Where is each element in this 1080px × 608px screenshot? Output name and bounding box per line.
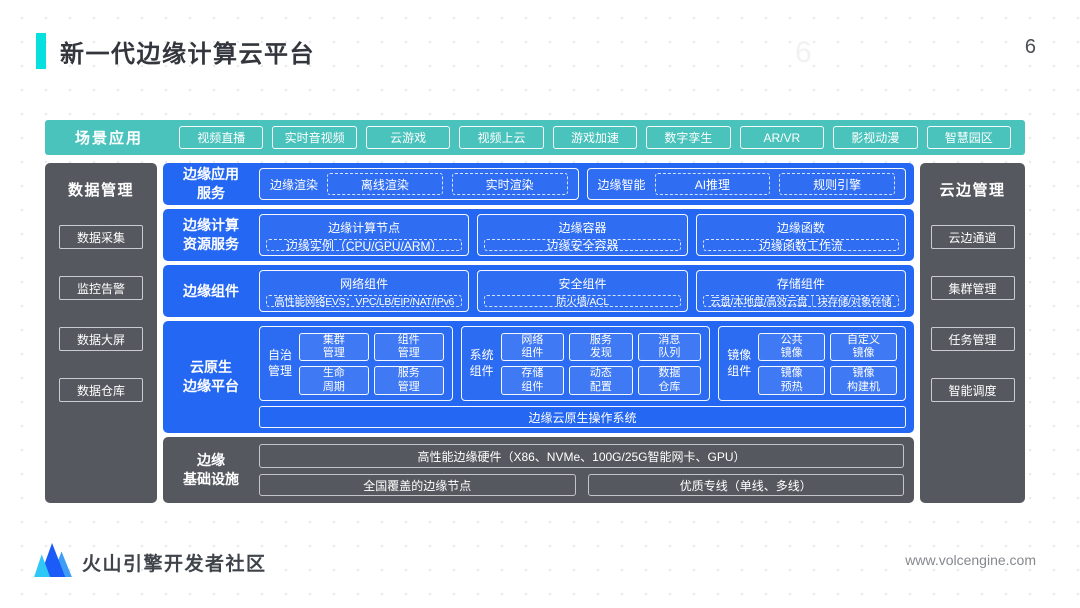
data-management-panel: 数据管理 数据采集 监控告警 数据大屏 数据仓库 xyxy=(45,163,157,503)
card-network-component: 网络组件 高性能网络EVS：VPC/LB/EIP/NAT/IPv6 xyxy=(259,270,470,312)
panel-item-monitor-alert: 监控告警 xyxy=(59,276,143,300)
panel-item-task-mgmt: 任务管理 xyxy=(930,327,1015,351)
group-edge-ai: 边缘智能 AI推理 规则引擎 xyxy=(586,168,906,200)
cell-public-image: 公共镜像 xyxy=(758,333,826,362)
footer-url: www.volcengine.com xyxy=(905,552,1036,568)
cell-message-queue: 消息队列 xyxy=(637,333,702,362)
panel-item-smart-scheduling: 智能调度 xyxy=(930,378,1015,402)
cell-image-prewarm: 镜像预热 xyxy=(758,366,826,395)
cell-service-discovery: 服务发现 xyxy=(569,333,633,362)
panel-item-data-warehouse: 数据仓库 xyxy=(59,378,143,402)
panel-item-cluster-mgmt: 集群管理 xyxy=(930,276,1015,300)
layer-edge-components: 边缘组件 网络组件 高性能网络EVS：VPC/LB/EIP/NAT/IPv6 安… xyxy=(163,265,914,317)
cell-custom-image: 自定义镜像 xyxy=(830,333,897,362)
card-edge-container: 边缘容器 边缘安全容器 xyxy=(477,214,688,256)
group-image-components: 镜像 组件 公共镜像 自定义镜像 镜像预热 镜像构建机 xyxy=(718,326,906,401)
cloud-edge-management-items: 云边通道 集群管理 任务管理 智能调度 xyxy=(930,225,1015,402)
cell-storage-comp: 存储组件 xyxy=(500,366,565,395)
scene-applications-bar: 场景应用 视频直播 实时音视频 云游戏 视频上云 游戏加速 数字孪生 AR/VR… xyxy=(45,120,1025,155)
card-edge-function: 边缘函数 边缘函数工作流 xyxy=(695,214,906,256)
item-realtime-render: 实时渲染 xyxy=(451,173,568,195)
cloud-edge-management-panel: 云边管理 云边通道 集群管理 任务管理 智能调度 xyxy=(920,163,1025,503)
cell-image-builder: 镜像构建机 xyxy=(830,366,897,395)
scene-item-cloud-gaming: 云游戏 xyxy=(365,126,451,149)
data-management-title: 数据管理 xyxy=(67,182,134,199)
panel-item-cloud-edge-channel: 云边通道 xyxy=(930,225,1015,249)
panel-item-data-collect: 数据采集 xyxy=(59,225,143,249)
scene-item-ar-vr: AR/VR xyxy=(739,126,825,149)
scene-item-digital-twin: 数字孪生 xyxy=(646,126,731,149)
cell-network-comp: 网络组件 xyxy=(500,333,565,362)
cell-cluster-mgmt: 集群管理 xyxy=(299,333,369,362)
layer-cloud-native-edge-platform: 云原生 边缘平台 自治 管理 集群管理 组件管理 生命周期 服务管理 xyxy=(163,321,914,433)
title-accent-bar xyxy=(36,33,46,69)
cell-data-warehouse: 数据仓库 xyxy=(637,366,702,395)
item-ai-inference: AI推理 xyxy=(654,173,771,195)
scene-item-rtc: 实时音视频 xyxy=(272,126,357,149)
cell-service-mgmt: 服务管理 xyxy=(373,366,444,395)
volcengine-mountains-icon xyxy=(34,543,72,582)
card-security-component: 安全组件 防火墙/ACL xyxy=(477,270,688,312)
cloud-edge-management-title: 云边管理 xyxy=(939,182,1006,199)
scene-item-game-accel: 游戏加速 xyxy=(552,126,638,149)
panel-item-data-screen: 数据大屏 xyxy=(59,327,143,351)
scene-item-film-anime: 影视动漫 xyxy=(833,126,918,149)
footer-brand: 火山引擎开发者社区 xyxy=(34,543,267,582)
cell-component-mgmt: 组件管理 xyxy=(373,333,444,362)
slide-header: 新一代边缘计算云平台 xyxy=(36,33,315,69)
scene-item-video-cloud: 视频上云 xyxy=(459,126,544,149)
layer-label: 边缘应用 服务 xyxy=(183,166,239,201)
layer-edge-infrastructure: 边缘 基础设施 高性能边缘硬件（X86、NVMe、100G/25G智能网卡、GP… xyxy=(163,437,914,503)
layer-label: 边缘 基础设施 xyxy=(183,452,239,487)
edge-cloud-native-os-bar: 边缘云原生操作系统 xyxy=(259,406,906,428)
layer-label: 云原生 边缘平台 xyxy=(183,359,239,394)
infra-dedicated-lines-box: 优质专线（单线、多线） xyxy=(587,474,904,496)
layer-label: 边缘计算 资源服务 xyxy=(183,217,239,252)
watermark-page-number: 6 xyxy=(795,36,812,69)
scene-item-smart-park: 智慧园区 xyxy=(926,126,1011,149)
layer-label: 边缘组件 xyxy=(183,282,239,299)
infra-hardware-box: 高性能边缘硬件（X86、NVMe、100G/25G智能网卡、GPU） xyxy=(259,444,904,468)
footer-brand-text: 火山引擎开发者社区 xyxy=(82,554,267,575)
page-number: 6 xyxy=(1024,36,1036,58)
scene-bar-label: 场景应用 xyxy=(75,130,144,147)
group-autonomy-management: 自治 管理 集群管理 组件管理 生命周期 服务管理 xyxy=(259,326,453,401)
platform-layers: 边缘应用 服务 边缘渲染 离线渲染 实时渲染 边缘智能 AI推理 规则引擎 边缘… xyxy=(163,163,914,503)
card-edge-compute-node: 边缘计算节点 边缘实例（CPU/GPU/ARM） xyxy=(259,214,470,256)
group-system-components: 系统 组件 网络组件 服务发现 消息队列 存储组件 动态配置 数据仓库 xyxy=(460,326,711,401)
item-rule-engine: 规则引擎 xyxy=(779,173,896,195)
scene-items: 视频直播 实时音视频 云游戏 视频上云 游戏加速 数字孪生 AR/VR 影视动漫… xyxy=(179,126,1011,149)
layer-edge-compute-resources: 边缘计算 资源服务 边缘计算节点 边缘实例（CPU/GPU/ARM） 边缘容器 … xyxy=(163,209,914,261)
infra-edge-nodes-box: 全国覆盖的边缘节点 xyxy=(259,474,576,496)
scene-item-video-live: 视频直播 xyxy=(179,126,264,149)
architecture-diagram: 数据管理 数据采集 监控告警 数据大屏 数据仓库 边缘应用 服务 边缘渲染 离线… xyxy=(45,163,1025,503)
layer-edge-app-services: 边缘应用 服务 边缘渲染 离线渲染 实时渲染 边缘智能 AI推理 规则引擎 xyxy=(163,163,914,205)
cell-dynamic-config: 动态配置 xyxy=(569,366,633,395)
data-management-items: 数据采集 监控告警 数据大屏 数据仓库 xyxy=(59,225,143,402)
card-storage-component: 存储组件 云盘/本地盘/高效云盘｜块存储/对象存储 xyxy=(695,270,906,312)
page-title: 新一代边缘计算云平台 xyxy=(60,40,315,68)
group-edge-render: 边缘渲染 离线渲染 实时渲染 xyxy=(259,168,579,200)
cell-lifecycle: 生命周期 xyxy=(299,366,369,395)
item-offline-render: 离线渲染 xyxy=(327,173,443,195)
